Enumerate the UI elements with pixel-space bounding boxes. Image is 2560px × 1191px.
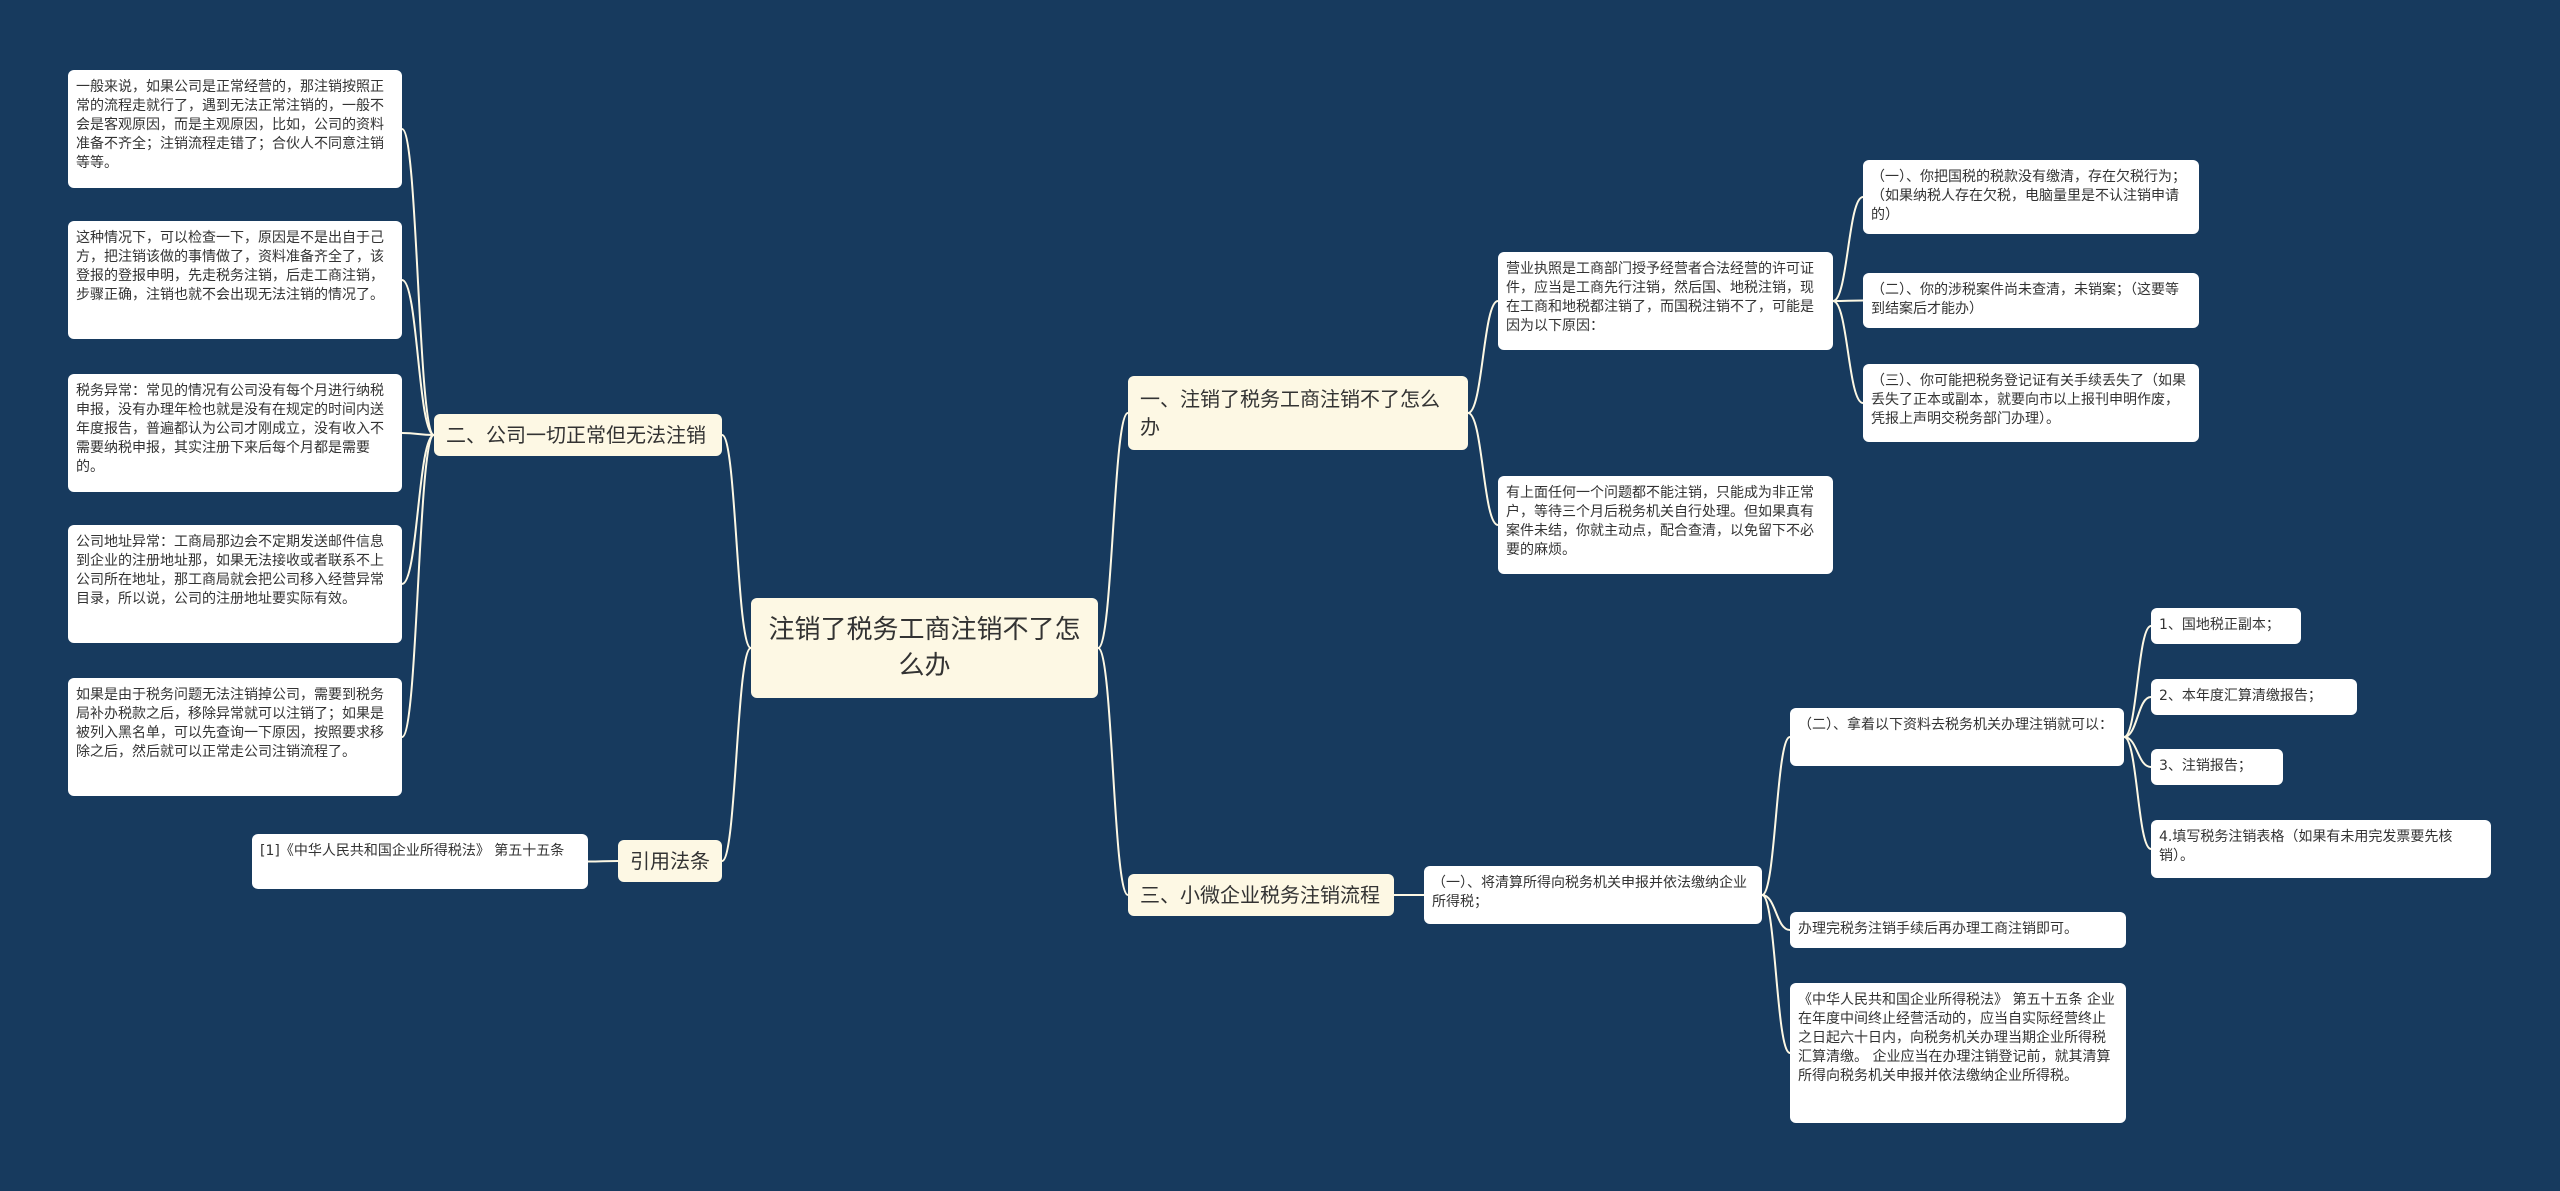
leaf-law-article[interactable]: 《中华人民共和国企业所得税法》 第五十五条 企业在年度中间终止经营活动的，应当自…: [1790, 983, 2126, 1123]
link-s1-s2: [1761, 736, 1791, 896]
leaf-doc-3[interactable]: 3、注销报告；: [2151, 749, 2283, 785]
link-root-b1: [1097, 412, 1129, 649]
leaf-reason-intro[interactable]: 营业执照是工商部门授予经营者合法经营的许可证件，应当是工商先行注销，然后国、地税…: [1498, 252, 1833, 350]
leaf-address-abnormal[interactable]: 公司地址异常：工商局那边会不定期发送邮件信息到企业的注册地址那，如果无法接收或者…: [68, 525, 402, 643]
link-b2-p2: [401, 279, 435, 436]
leaf-reason-1[interactable]: （一）、你把国税的税款没有缴清，存在欠税行为；（如果纳税人存在欠税，电脑量里是不…: [1863, 160, 2199, 234]
branch-cited-law[interactable]: 引用法条: [618, 840, 722, 882]
link-intro-r1: [1832, 196, 1864, 302]
link-s1-s3: [1761, 894, 1791, 931]
leaf-abnormal-note[interactable]: 有上面任何一个问题都不能注销，只能成为非正常户，等待三个月后税务机关自行处理。但…: [1498, 476, 1833, 574]
leaf-doc-2[interactable]: 2、本年度汇算清缴报告；: [2151, 679, 2357, 715]
leaf-step-3[interactable]: 办理完税务注销手续后再办理工商注销即可。: [1790, 912, 2126, 948]
root-topic[interactable]: 注销了税务工商注销不了怎么办: [751, 598, 1098, 698]
branch-normal-but-cannot-cancel[interactable]: 二、公司一切正常但无法注销: [434, 414, 722, 456]
link-b4-r1: [587, 860, 619, 863]
link-root-b2: [721, 434, 752, 649]
link-b1-note: [1467, 412, 1499, 526]
leaf-doc-4[interactable]: 4.填写税务注销表格（如果有未用完发票要先核销）。: [2151, 820, 2491, 878]
leaf-general-case[interactable]: 一般来说，如果公司是正常经营的，那注销按照正常的流程走就行了，遇到无法正常注销的…: [68, 70, 402, 188]
link-b2-p4: [401, 434, 435, 585]
branch-small-business-process[interactable]: 三、小微企业税务注销流程: [1128, 874, 1394, 916]
leaf-doc-1[interactable]: 1、国地税正副本；: [2151, 608, 2301, 644]
leaf-step-2[interactable]: （二）、拿着以下资料去税务机关办理注销就可以：: [1790, 708, 2124, 766]
link-s1-law: [1761, 894, 1791, 1054]
link-intro-r2: [1832, 299, 1864, 302]
link-b2-p5: [401, 434, 435, 738]
link-b1-intro: [1467, 300, 1499, 414]
link-s2-d1: [2123, 625, 2152, 738]
link-s2-d4: [2123, 736, 2152, 850]
leaf-tax-abnormal[interactable]: 税务异常：常见的情况有公司没有每个月进行纳税申报，没有办理年检也就是没有在规定的…: [68, 374, 402, 492]
leaf-tax-issue-remedy[interactable]: 如果是由于税务问题无法注销掉公司，需要到税务局补办税款之后，移除异常就可以注销了…: [68, 678, 402, 796]
branch-why-cannot-cancel[interactable]: 一、注销了税务工商注销不了怎么办: [1128, 376, 1468, 450]
leaf-reason-3[interactable]: （三）、你可能把税务登记证有关手续丢失了（如果丢失了正本或副本，就要向市以上报刊…: [1863, 364, 2199, 442]
link-b2-p3: [401, 432, 435, 436]
leaf-self-check[interactable]: 这种情况下，可以检查一下，原因是不是出自于己方，把注销该做的事情做了，资料准备齐…: [68, 221, 402, 339]
link-root-b3: [1097, 647, 1129, 896]
leaf-step-1[interactable]: （一）、将清算所得向税务机关申报并依法缴纳企业所得税；: [1424, 866, 1762, 924]
leaf-law-reference[interactable]: [1]《中华人民共和国企业所得税法》 第五十五条: [252, 834, 588, 889]
link-s2-d2: [2123, 696, 2152, 738]
leaf-reason-2[interactable]: （二）、你的涉税案件尚未查清，未销案；（这要等到结案后才能办）: [1863, 273, 2199, 328]
link-b2-p1: [401, 128, 435, 436]
link-root-b4: [721, 647, 752, 862]
link-intro-r3: [1832, 300, 1864, 404]
